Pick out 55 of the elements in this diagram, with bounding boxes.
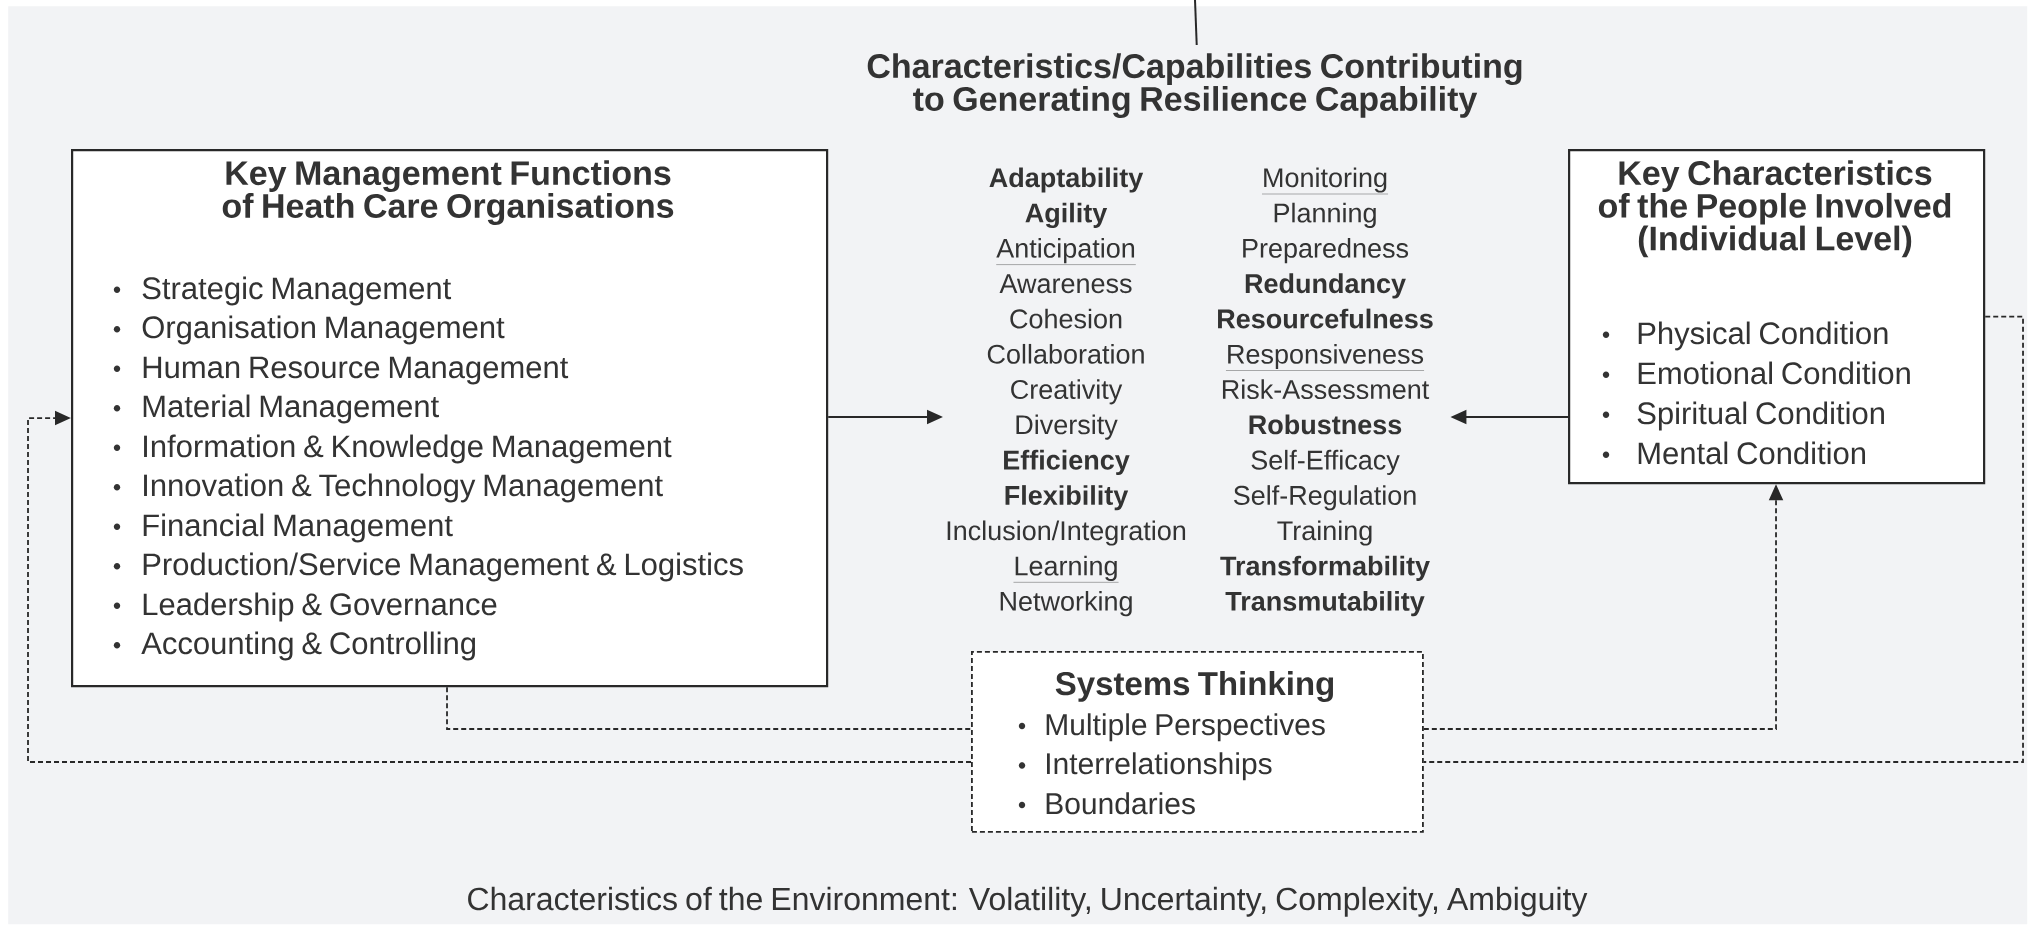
list-item: Awareness bbox=[999, 274, 1132, 294]
list-item: Networking bbox=[1000, 591, 1132, 617]
box-heading: Key Management Functions of Heath Care Organisations bbox=[222, 160, 674, 225]
list-item: Monitoring bbox=[1261, 167, 1389, 195]
box-heading: Systems Thinking bbox=[1055, 671, 1334, 702]
list-item: Material Management bbox=[113, 394, 439, 424]
list-item: Inclusion/Integration bbox=[947, 520, 1186, 546]
list-item: Innovation & Technology Management bbox=[113, 473, 663, 503]
list-item: Training bbox=[1277, 520, 1372, 546]
heading: Characteristics/Capabilities Contributing to Generating Resilience Capability bbox=[867, 53, 1522, 118]
list-item: Interrelationships bbox=[1018, 752, 1272, 781]
list-item: Planning bbox=[1274, 202, 1376, 228]
list-item: Organisation Management bbox=[113, 315, 505, 345]
list-item: Agility bbox=[1025, 202, 1108, 229]
process-box bbox=[1568, 149, 1986, 485]
list-item: Diversity bbox=[1016, 414, 1118, 440]
process-box bbox=[71, 149, 829, 688]
list-item: Mental Condition bbox=[1602, 441, 1865, 465]
dashed-box bbox=[971, 651, 1424, 833]
list-item: Robustness bbox=[1249, 414, 1402, 435]
list-item: Boundaries bbox=[1018, 792, 1195, 815]
list-item: Learning bbox=[1013, 555, 1119, 583]
connector-line bbox=[446, 686, 972, 730]
list-item: Adaptability bbox=[989, 167, 1144, 193]
list-item: Financial Management bbox=[113, 513, 453, 543]
list-item: Transmutability bbox=[1225, 591, 1425, 617]
list-item: Accounting & Controlling bbox=[113, 631, 476, 661]
list-item: Emotional Condition bbox=[1602, 361, 1910, 385]
list-item: Anticipation bbox=[996, 238, 1136, 265]
list-item: Human Resource Management bbox=[113, 356, 569, 385]
list-item: Flexibility bbox=[1005, 485, 1129, 511]
list-item: Leadership & Governance bbox=[113, 592, 497, 622]
list-item: Collaboration bbox=[987, 343, 1144, 364]
arrow bbox=[27, 410, 972, 763]
list-item: Information & Knowledge Management bbox=[113, 434, 672, 464]
list-item: Efficiency bbox=[1004, 449, 1130, 475]
list-item: Self-Efficacy bbox=[1251, 449, 1400, 475]
list-item: Cohesion bbox=[1010, 308, 1122, 329]
list-item: Spiritual Condition bbox=[1602, 401, 1884, 431]
connector-line bbox=[1422, 315, 2024, 763]
list-item: Transformability bbox=[1220, 555, 1430, 581]
box-heading: Key Characteristics of the People Involved (Individual Level) bbox=[1598, 160, 1951, 258]
list-item: Resourcefulness bbox=[1218, 308, 1433, 329]
list-item: Strategic Management bbox=[113, 276, 452, 306]
list-item: Multiple Perspectives bbox=[1018, 713, 1325, 742]
list-item: Physical Condition bbox=[1602, 321, 1888, 351]
list-item: Production/Service Management & Logistics bbox=[113, 552, 743, 582]
list-item: Redundancy bbox=[1245, 273, 1406, 299]
caption-text: Characteristics of the Environment: Volatility, Uncertainty, Complexity, Ambiguity bbox=[468, 886, 1588, 917]
list-item: Preparedness bbox=[1243, 238, 1409, 264]
list-item: Creativity bbox=[1011, 379, 1123, 405]
list-item: Responsiveness bbox=[1225, 343, 1425, 371]
connector-line bbox=[1194, 0, 1198, 46]
list-item: Self-Regulation bbox=[1233, 485, 1416, 511]
list-item: Risk-Assessment bbox=[1222, 379, 1430, 400]
